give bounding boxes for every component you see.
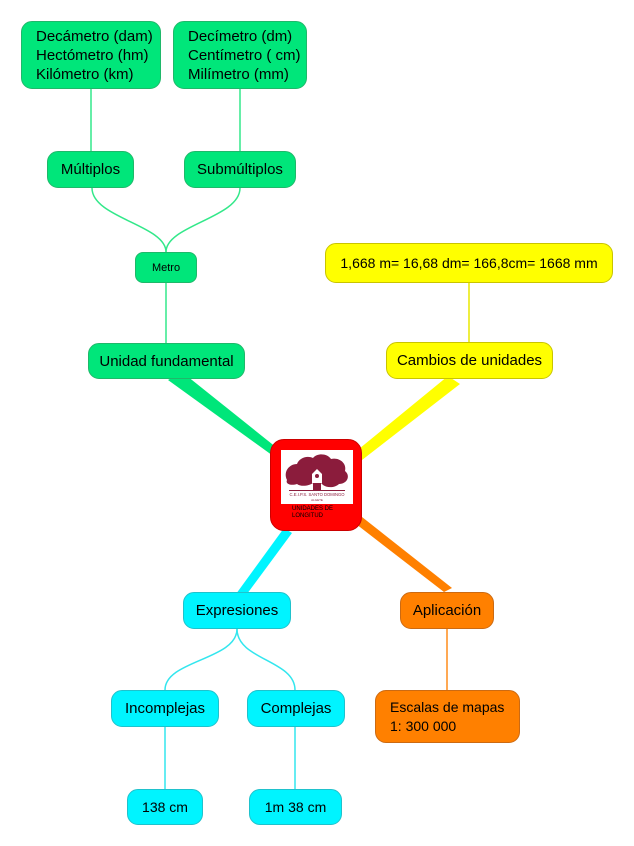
central-topic-title: UNIDADES DE LONGITUD xyxy=(292,506,354,520)
submultiples-item-3: Milímetro (mm) xyxy=(188,65,289,83)
school-name-text: C.E.I.P.S. SANTO DOMINGO xyxy=(290,492,346,497)
multiples-item-2: Hectómetro (hm) xyxy=(36,46,149,64)
escalas-line-1: Escalas de mapas xyxy=(390,698,505,715)
compleja-example-node[interactable]: 1m 38 cm xyxy=(249,789,342,825)
conversion-example-node[interactable]: 1,668 m= 16,68 dm= 166,8cm= 1668 mm xyxy=(325,243,613,283)
multiples-node[interactable]: Múltiplos xyxy=(47,151,134,188)
multiples-item-3: Kilómetro (km) xyxy=(36,65,134,83)
central-title-line-1: UNIDADES DE xyxy=(292,506,334,512)
submultiples-item-1: Decímetro (dm) xyxy=(188,27,293,45)
branch-green xyxy=(168,372,282,458)
central-topic-node[interactable]: C.E.I.P.S. SANTO DOMINGO ALGETE UNIDADES… xyxy=(270,439,362,531)
compleja-example-label: 1m 38 cm xyxy=(264,799,327,815)
unidad-fundamental-node[interactable]: Unidad fundamental xyxy=(88,343,245,379)
multiples-item-1: Decámetro (dam) xyxy=(36,27,153,45)
submultiples-item-2: Centímetro ( cm) xyxy=(188,46,301,64)
branch-cyan xyxy=(236,528,292,598)
link-cyan-2 xyxy=(236,628,296,691)
metro-label: Metro xyxy=(151,261,181,274)
cambios-unidades-label: Cambios de unidades xyxy=(396,352,543,369)
escalas-line-2: 1: 300 000 xyxy=(390,717,457,734)
expresiones-label: Expresiones xyxy=(195,602,279,619)
branch-orange xyxy=(356,517,452,592)
school-town-text: ALGETE xyxy=(311,498,323,502)
cambios-unidades-node[interactable]: Cambios de unidades xyxy=(386,342,553,379)
conversion-example-label: 1,668 m= 16,68 dm= 166,8cm= 1668 mm xyxy=(340,255,598,271)
expresiones-node[interactable]: Expresiones xyxy=(183,592,291,629)
link-green-2 xyxy=(91,187,167,253)
tree-logo-icon: C.E.I.P.S. SANTO DOMINGO ALGETE xyxy=(285,454,348,502)
central-title-line-2: LONGITUD xyxy=(292,513,324,519)
submultiples-list-node[interactable]: Decímetro (dm) Centímetro ( cm) Milímetr… xyxy=(173,21,307,89)
unidad-fundamental-label: Unidad fundamental xyxy=(99,352,234,370)
incomplejas-label: Incomplejas xyxy=(124,700,206,717)
complejas-node[interactable]: Complejas xyxy=(247,690,345,727)
link-cyan-1 xyxy=(164,628,238,691)
multiples-list-node[interactable]: Decámetro (dam) Hectómetro (hm) Kilómetr… xyxy=(21,21,161,89)
branch-yellow xyxy=(354,376,460,460)
incompleja-example-node[interactable]: 138 cm xyxy=(127,789,203,825)
incompleja-example-label: 138 cm xyxy=(142,799,188,815)
multiples-label: Múltiplos xyxy=(60,161,121,178)
submultiples-label: Submúltiplos xyxy=(197,161,283,178)
submultiples-node[interactable]: Submúltiplos xyxy=(184,151,296,188)
aplicacion-node[interactable]: Aplicación xyxy=(400,592,494,629)
escalas-node[interactable]: Escalas de mapas 1: 300 000 xyxy=(375,690,520,743)
incomplejas-node[interactable]: Incomplejas xyxy=(111,690,219,727)
aplicacion-label: Aplicación xyxy=(412,602,482,619)
complejas-label: Complejas xyxy=(260,700,332,717)
link-green-3 xyxy=(165,187,241,253)
school-logo: C.E.I.P.S. SANTO DOMINGO ALGETE xyxy=(281,450,353,504)
metro-node[interactable]: Metro xyxy=(135,252,197,283)
